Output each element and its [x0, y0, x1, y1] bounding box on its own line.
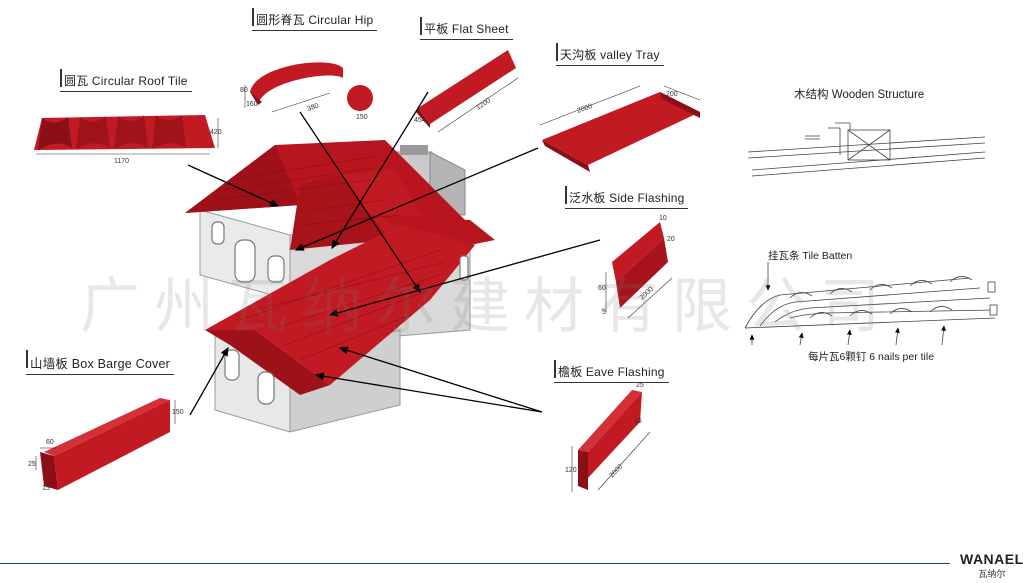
label-flat-sheet: 平板 Flat Sheet: [420, 17, 513, 40]
svg-text:2000: 2000: [576, 103, 593, 115]
svg-text:15: 15: [634, 418, 642, 425]
label-box-barge-cover-text: 山墙板 Box Barge Cover: [30, 357, 170, 371]
svg-text:15: 15: [42, 485, 50, 492]
label-side-flashing-text: 泛水板 Side Flashing: [569, 191, 685, 205]
svg-text:420: 420: [210, 129, 222, 136]
box-barge-cover-part: 60 25 15 150: [28, 398, 184, 492]
side-flashing-part: 10 20 60 5 2000: [598, 215, 675, 319]
watermark: 广州瓦纳尔建材有限公司: [80, 272, 894, 342]
svg-text:60: 60: [598, 285, 606, 292]
svg-text:120: 120: [565, 467, 577, 474]
valley-tray-part: 2000 200: [539, 85, 701, 172]
brand-logo-text: WANAEL: [960, 551, 1023, 567]
svg-text:150: 150: [172, 409, 184, 416]
wooden-structure-drawing: [747, 122, 986, 177]
label-flat-sheet-text: 平板 Flat Sheet: [424, 22, 509, 36]
label-valley-tray: 天沟板 valley Tray: [556, 43, 664, 66]
svg-text:2000: 2000: [608, 463, 624, 479]
brand-logo-subtext: 瓦纳尔: [978, 569, 1006, 579]
svg-text:20: 20: [667, 236, 675, 243]
label-nails-per-tile: 每片瓦6颗钉 6 nails per tile: [808, 351, 935, 363]
label-eave-flashing-text: 檐板 Eave Flashing: [558, 365, 665, 379]
label-side-flashing: 泛水板 Side Flashing: [565, 186, 689, 209]
label-wooden-structure: 木结构 Wooden Structure: [794, 89, 925, 101]
svg-text:200: 200: [666, 91, 678, 98]
eave-flashing-part: 25 15 120 2000: [565, 382, 651, 492]
circular-hip-part: 80 160 380 150: [240, 62, 373, 121]
pointer-arrows: [187, 91, 601, 416]
svg-text:150: 150: [356, 114, 368, 121]
label-circular-hip: 圆形脊瓦 Circular Hip: [252, 8, 378, 31]
label-circular-roof-tile: 圆瓦 Circular Roof Tile: [60, 69, 192, 92]
svg-text:1170: 1170: [114, 158, 129, 165]
label-eave-flashing: 檐板 Eave Flashing: [554, 360, 669, 383]
svg-text:160: 160: [246, 101, 258, 108]
label-circular-hip-text: 圆形脊瓦 Circular Hip: [256, 13, 374, 27]
flat-sheet-part: 454 1200: [414, 50, 519, 133]
svg-text:10: 10: [659, 215, 667, 222]
svg-text:25: 25: [28, 461, 36, 468]
label-circular-roof-tile-text: 圆瓦 Circular Roof Tile: [64, 74, 188, 88]
svg-text:5: 5: [602, 309, 606, 316]
svg-text:454: 454: [414, 117, 426, 124]
tile-batten-drawing: [744, 262, 998, 346]
label-tile-batten: 挂瓦条 Tile Batten: [768, 250, 853, 262]
circular-roof-tile-part: 1170 420: [34, 115, 222, 165]
brand-logo: WANAEL 瓦纳尔: [960, 551, 1023, 580]
svg-text:380: 380: [306, 103, 319, 113]
svg-text:80: 80: [240, 87, 248, 94]
label-box-barge-cover: 山墙板 Box Barge Cover: [26, 350, 174, 375]
house-illustration: [185, 140, 495, 433]
label-valley-tray-text: 天沟板 valley Tray: [560, 48, 660, 62]
svg-text:1200: 1200: [475, 97, 492, 112]
svg-text:60: 60: [46, 439, 54, 446]
footer-rule: [0, 563, 950, 564]
svg-text:25: 25: [636, 382, 644, 389]
